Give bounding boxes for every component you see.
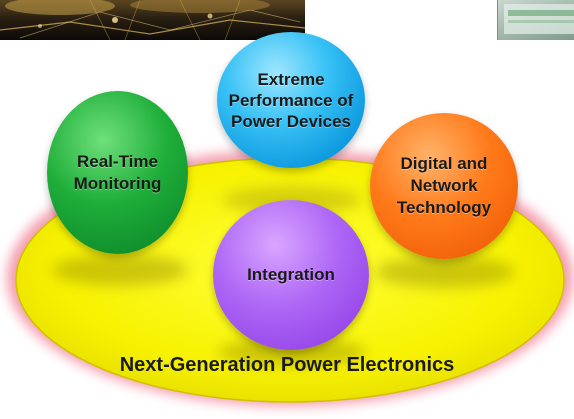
header-photo-strip — [0, 0, 574, 40]
node-extreme-performance: Extreme Performance of Power Devices — [217, 32, 365, 168]
node-label: Real-Time Monitoring — [73, 151, 162, 193]
node-integration: Integration — [213, 200, 369, 350]
diagram-title: Next-Generation Power Electronics — [119, 354, 455, 376]
node-label: Digital and Network Technology — [396, 154, 492, 217]
node-digital-network-technology: Digital and Network Technology — [370, 113, 518, 259]
node-real-time-monitoring: Real-Time Monitoring — [47, 91, 188, 254]
device-photo — [497, 0, 574, 40]
node-label: Integration — [247, 265, 335, 284]
power-module-photo — [0, 0, 305, 40]
node-label: Extreme Performance of Power Devices — [228, 69, 354, 131]
